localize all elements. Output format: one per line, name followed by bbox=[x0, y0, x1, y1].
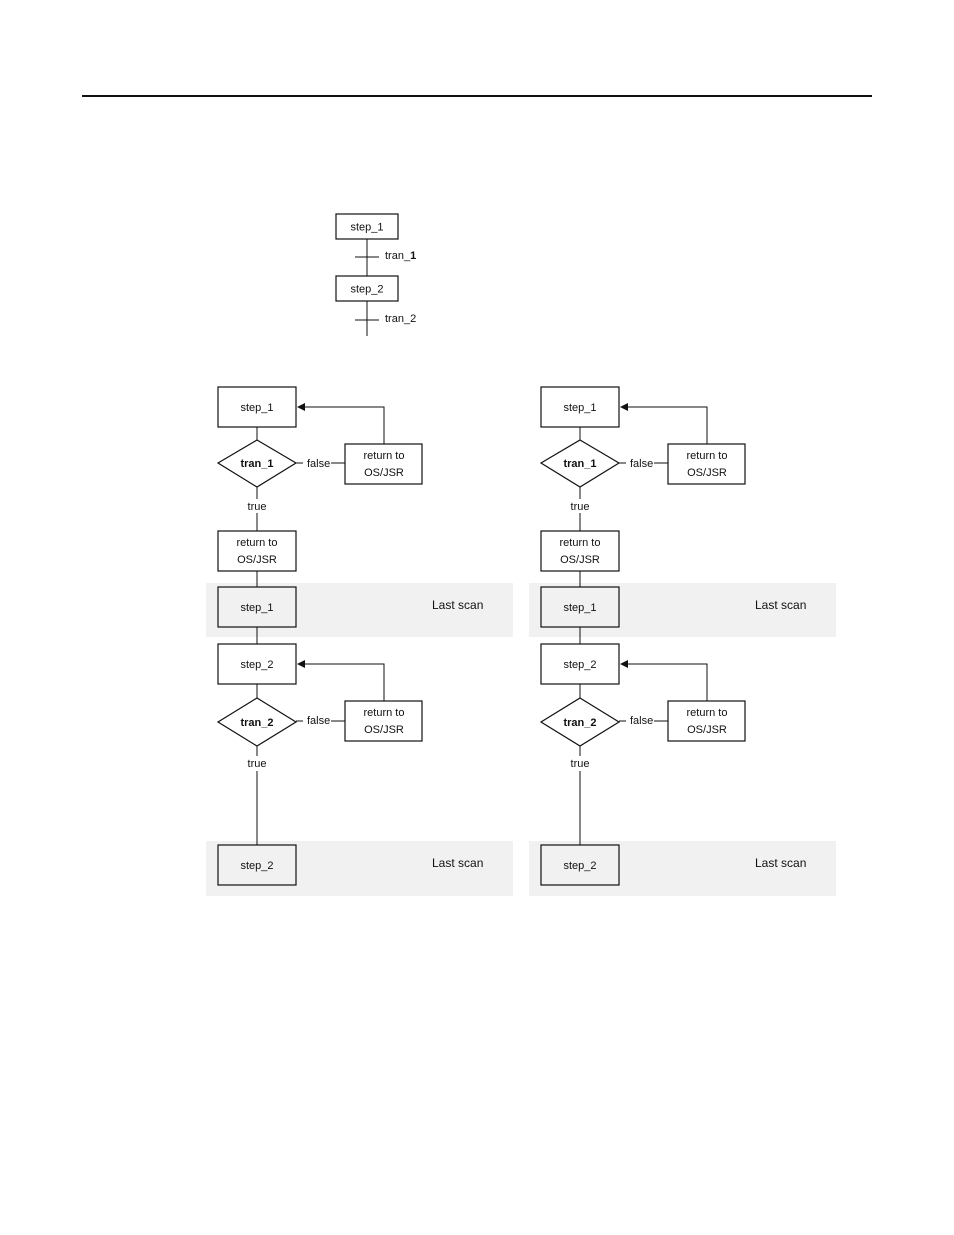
return-line-1: return to bbox=[687, 450, 728, 462]
sfc-tran-1-label: tran_1 bbox=[385, 250, 416, 262]
step-1-label: step_1 bbox=[240, 402, 273, 414]
last-scan-label: Last scan bbox=[755, 856, 806, 870]
return-line-1: return to bbox=[364, 707, 405, 719]
tran-2-label: tran_2 bbox=[240, 717, 273, 729]
last-scan-step-2-label: step_2 bbox=[563, 860, 596, 872]
sfc-step-2-label: step_2 bbox=[350, 284, 383, 296]
loop-back-arrow bbox=[621, 664, 707, 701]
return-line-1: return to bbox=[687, 707, 728, 719]
tran-1-label: tran_1 bbox=[240, 458, 273, 470]
true-label: true bbox=[571, 501, 590, 513]
false-label: false bbox=[630, 458, 653, 470]
false-label: false bbox=[630, 715, 653, 727]
last-scan-label: Last scan bbox=[755, 598, 806, 612]
last-scan-step-2-label: step_2 bbox=[240, 860, 273, 872]
true-label: true bbox=[571, 758, 590, 770]
return-line-1: return to bbox=[237, 537, 278, 549]
return-line-2: OS/JSR bbox=[364, 724, 404, 736]
last-scan-step-1-label: step_1 bbox=[240, 602, 273, 614]
tran-2-label: tran_2 bbox=[563, 717, 596, 729]
loop-back-arrow bbox=[298, 664, 384, 701]
step-2-label: step_2 bbox=[563, 659, 596, 671]
loop-back-arrow bbox=[621, 407, 707, 444]
step-1-label: step_1 bbox=[563, 402, 596, 414]
true-label: true bbox=[248, 758, 267, 770]
flowchart-left: step_1 tran_1 false return to OS/JSR tru… bbox=[206, 387, 513, 896]
return-line-2: OS/JSR bbox=[687, 467, 727, 479]
return-line-2: OS/JSR bbox=[237, 554, 277, 566]
last-scan-label: Last scan bbox=[432, 598, 483, 612]
return-line-1: return to bbox=[364, 450, 405, 462]
step-2-label: step_2 bbox=[240, 659, 273, 671]
return-line-2: OS/JSR bbox=[364, 467, 404, 479]
return-line-2: OS/JSR bbox=[560, 554, 600, 566]
tran-1-label: tran_1 bbox=[563, 458, 596, 470]
flowchart-right: step_1 tran_1 false return to OS/JSR tru… bbox=[529, 387, 836, 896]
sfc-tran-2-label: tran_2 bbox=[385, 313, 416, 325]
last-scan-label: Last scan bbox=[432, 856, 483, 870]
sfc-step-1-label: step_1 bbox=[350, 222, 383, 234]
return-line-1: return to bbox=[560, 537, 601, 549]
return-line-2: OS/JSR bbox=[687, 724, 727, 736]
true-label: true bbox=[248, 501, 267, 513]
false-label: false bbox=[307, 458, 330, 470]
loop-back-arrow bbox=[298, 407, 384, 444]
last-scan-step-1-label: step_1 bbox=[563, 602, 596, 614]
sfc-diagram: step_1 tran_1 step_2 tran_2 bbox=[336, 214, 416, 336]
false-label: false bbox=[307, 715, 330, 727]
